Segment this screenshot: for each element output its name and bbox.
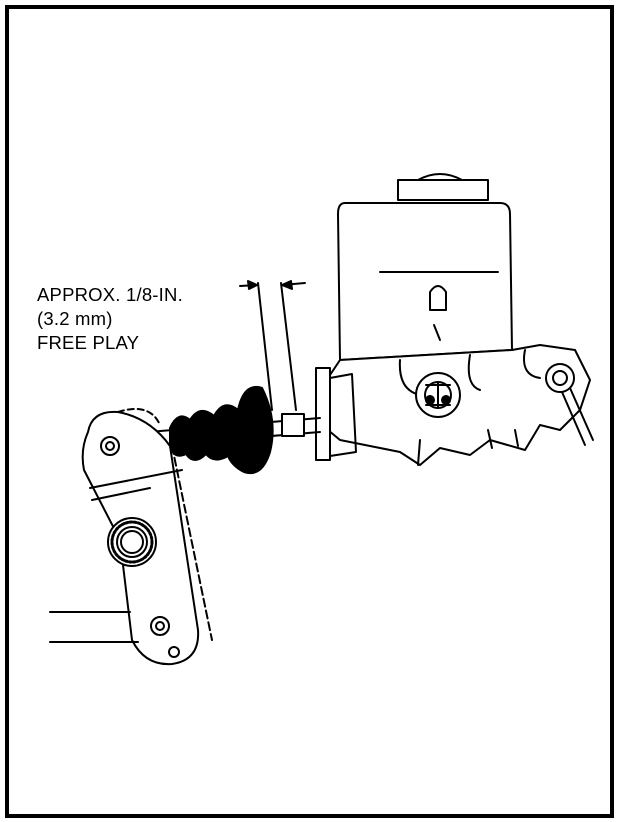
callout-line-3: FREE PLAY xyxy=(37,332,140,353)
master-cylinder-body xyxy=(315,344,594,466)
free-play-callout: APPROX. 1/8-IN. (3.2 mm) FREE PLAY xyxy=(37,283,183,355)
brake-pedal-arm xyxy=(81,408,213,666)
pedal-shaft xyxy=(49,611,139,643)
callout-line-1: APPROX. 1/8-IN. xyxy=(37,284,183,305)
fluid-reservoir xyxy=(337,202,513,361)
free-play-dimension xyxy=(239,280,306,411)
callout-line-2: (3.2 mm) xyxy=(37,308,113,329)
reservoir-cap xyxy=(397,173,489,201)
dust-boot xyxy=(169,386,274,474)
